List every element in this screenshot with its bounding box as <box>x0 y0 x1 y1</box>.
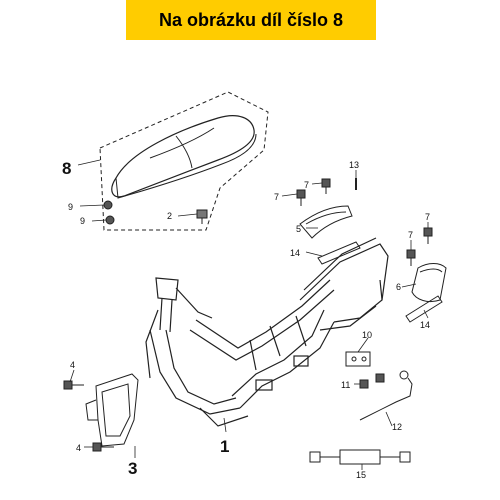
callout-15: 15 <box>356 470 366 480</box>
callout-10: 10 <box>362 330 372 340</box>
title-banner: Na obrázku díl číslo 8 <box>126 0 376 40</box>
nut-9-upper <box>103 200 113 210</box>
main-frame <box>145 237 389 427</box>
strip-14-right <box>405 295 443 323</box>
bolt-11-a <box>359 379 369 389</box>
callout-5: 5 <box>296 224 301 234</box>
seat-part <box>99 91 269 231</box>
banner-title: Na obrázku díl číslo 8 <box>158 9 344 30</box>
callout-13: 13 <box>349 160 359 170</box>
callout-12: 12 <box>392 422 402 432</box>
bolt-7-b <box>321 178 331 194</box>
callout-3: 3 <box>128 459 137 478</box>
bolt-11-b <box>375 373 385 383</box>
bolt-4-lower <box>92 442 114 452</box>
callout-4-upper: 4 <box>70 360 75 370</box>
bolt-7-c <box>423 227 433 244</box>
bolt-2 <box>196 209 208 224</box>
cable-15 <box>309 449 411 465</box>
callout-9-upper: 9 <box>68 202 73 212</box>
bolt-7-d <box>406 249 416 266</box>
callout-labels: 8 1 3 9 9 2 7 7 13 5 14 7 7 6 14 10 11 1… <box>62 159 430 480</box>
callout-9-lower: 9 <box>80 216 85 226</box>
callout-14-right: 14 <box>420 320 430 330</box>
cover-5 <box>299 205 353 239</box>
callout-8: 8 <box>62 159 71 178</box>
bolt-7-a <box>296 189 306 206</box>
lock-10 <box>345 351 371 367</box>
callout-2: 2 <box>167 211 172 221</box>
strip-14-upper <box>317 241 361 265</box>
front-bracket-3 <box>85 373 139 447</box>
callout-7-a: 7 <box>274 192 279 202</box>
leader-lines <box>69 159 429 470</box>
callout-7-d: 7 <box>408 230 413 240</box>
callout-1: 1 <box>220 437 229 456</box>
callout-14-upper: 14 <box>290 248 300 258</box>
callout-6: 6 <box>396 282 401 292</box>
cover-6 <box>411 263 447 303</box>
callout-4-lower: 4 <box>76 443 81 453</box>
callout-7-c: 7 <box>425 212 430 222</box>
callout-11: 11 <box>341 380 350 390</box>
callout-7-b: 7 <box>304 180 309 190</box>
nut-9-lower <box>105 215 115 225</box>
cable-12 <box>359 370 413 421</box>
bolt-4-upper <box>63 380 84 390</box>
